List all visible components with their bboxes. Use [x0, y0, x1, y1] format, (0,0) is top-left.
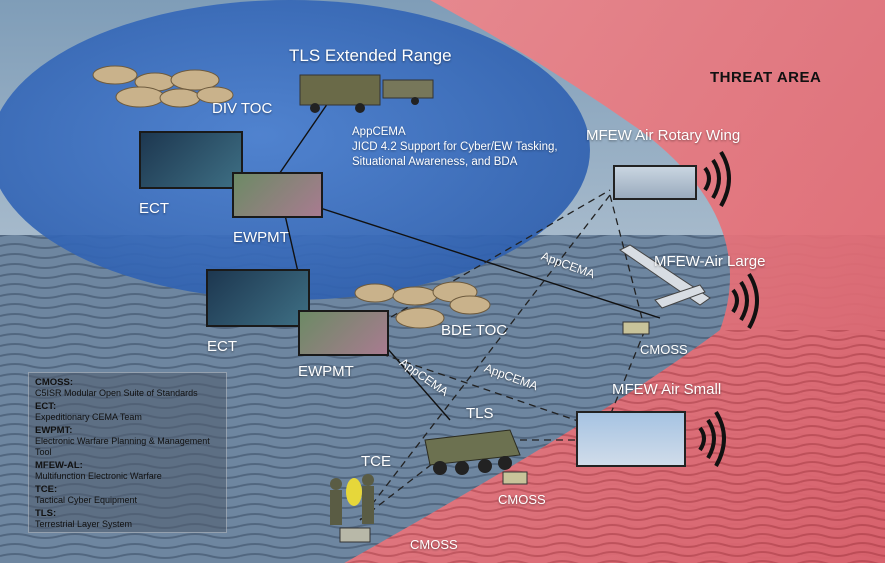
- legend-definition: Expeditionary CEMA Team: [35, 412, 142, 422]
- mfew-small-label: MFEW Air Small: [612, 381, 722, 398]
- bde-toc-label: BDE TOC: [441, 322, 508, 339]
- legend-definition: Electronic Warfare Planning & Management…: [35, 436, 210, 457]
- div-toc-tents: [92, 65, 234, 108]
- description-line: Situational Awareness, and BDA: [352, 156, 518, 168]
- rotary-wing-thumbnail: [613, 165, 697, 200]
- tls-extended-range-label: TLS Extended Range: [289, 46, 452, 65]
- mfew-rotary-label: MFEW Air Rotary Wing: [586, 127, 741, 144]
- ewpmt-top-screen: [232, 172, 323, 218]
- ect-top-screen: [139, 131, 243, 189]
- tce-soldiers: [330, 474, 374, 543]
- appcema-description: AppCEMA JICD 4.2 Support for Cyber/EW Ta…: [352, 125, 558, 170]
- ect-bottom-label: ECT: [207, 338, 237, 355]
- ect-bottom-screen: [206, 269, 310, 327]
- legend-definition: Tactical Cyber Equipment: [35, 495, 138, 505]
- mfew-large-uav: [619, 244, 711, 309]
- legend-term: TCE:: [35, 484, 58, 495]
- air-small-thumbnail: [576, 411, 686, 467]
- legend-term: CMOSS:: [35, 377, 73, 388]
- bde-toc-tents: [354, 281, 491, 329]
- tls-stryker-vehicle: [424, 429, 521, 475]
- description-line: JICD 4.2 Support for Cyber/EW Tasking,: [352, 141, 558, 153]
- tls-label: TLS: [466, 405, 494, 422]
- acronym-legend: CMOSS: C5ISR Modular Open Suite of Stand…: [28, 372, 227, 533]
- legend-definition: C5ISR Modular Open Suite of Standards: [35, 388, 198, 398]
- mfew-large-label: MFEW-Air Large: [654, 253, 766, 270]
- cmoss-bottom-label: CMOSS: [410, 537, 458, 552]
- ect-top-label: ECT: [139, 200, 169, 217]
- threat-area-label: THREAT AREA: [710, 69, 822, 86]
- legend-definition: Multifunction Electronic Warfare: [35, 471, 162, 481]
- signal-arcs: [698, 150, 759, 467]
- bottom-border: [0, 563, 885, 571]
- ewpmt-bottom-label: EWPMT: [298, 363, 354, 380]
- legend-term: ECT:: [35, 401, 57, 412]
- legend-definition: Terrestrial Layer System: [35, 519, 133, 529]
- cmoss-mid-label: CMOSS: [498, 492, 546, 507]
- legend-term: EWPMT:: [35, 425, 73, 436]
- legend-term: MFEW-AL:: [35, 460, 83, 471]
- ewpmt-bottom-screen: [298, 310, 389, 356]
- solid-links: [274, 99, 661, 421]
- legend-term: TLS:: [35, 508, 57, 519]
- cmoss-boxes: [502, 321, 650, 485]
- ewpmt-top-label: EWPMT: [233, 229, 289, 246]
- tce-label: TCE: [361, 453, 391, 470]
- tls-extended-range-truck: [299, 74, 434, 113]
- cmoss-right-label: CMOSS: [640, 342, 688, 357]
- div-toc-label: DIV TOC: [212, 100, 273, 117]
- description-line: AppCEMA: [352, 126, 406, 138]
